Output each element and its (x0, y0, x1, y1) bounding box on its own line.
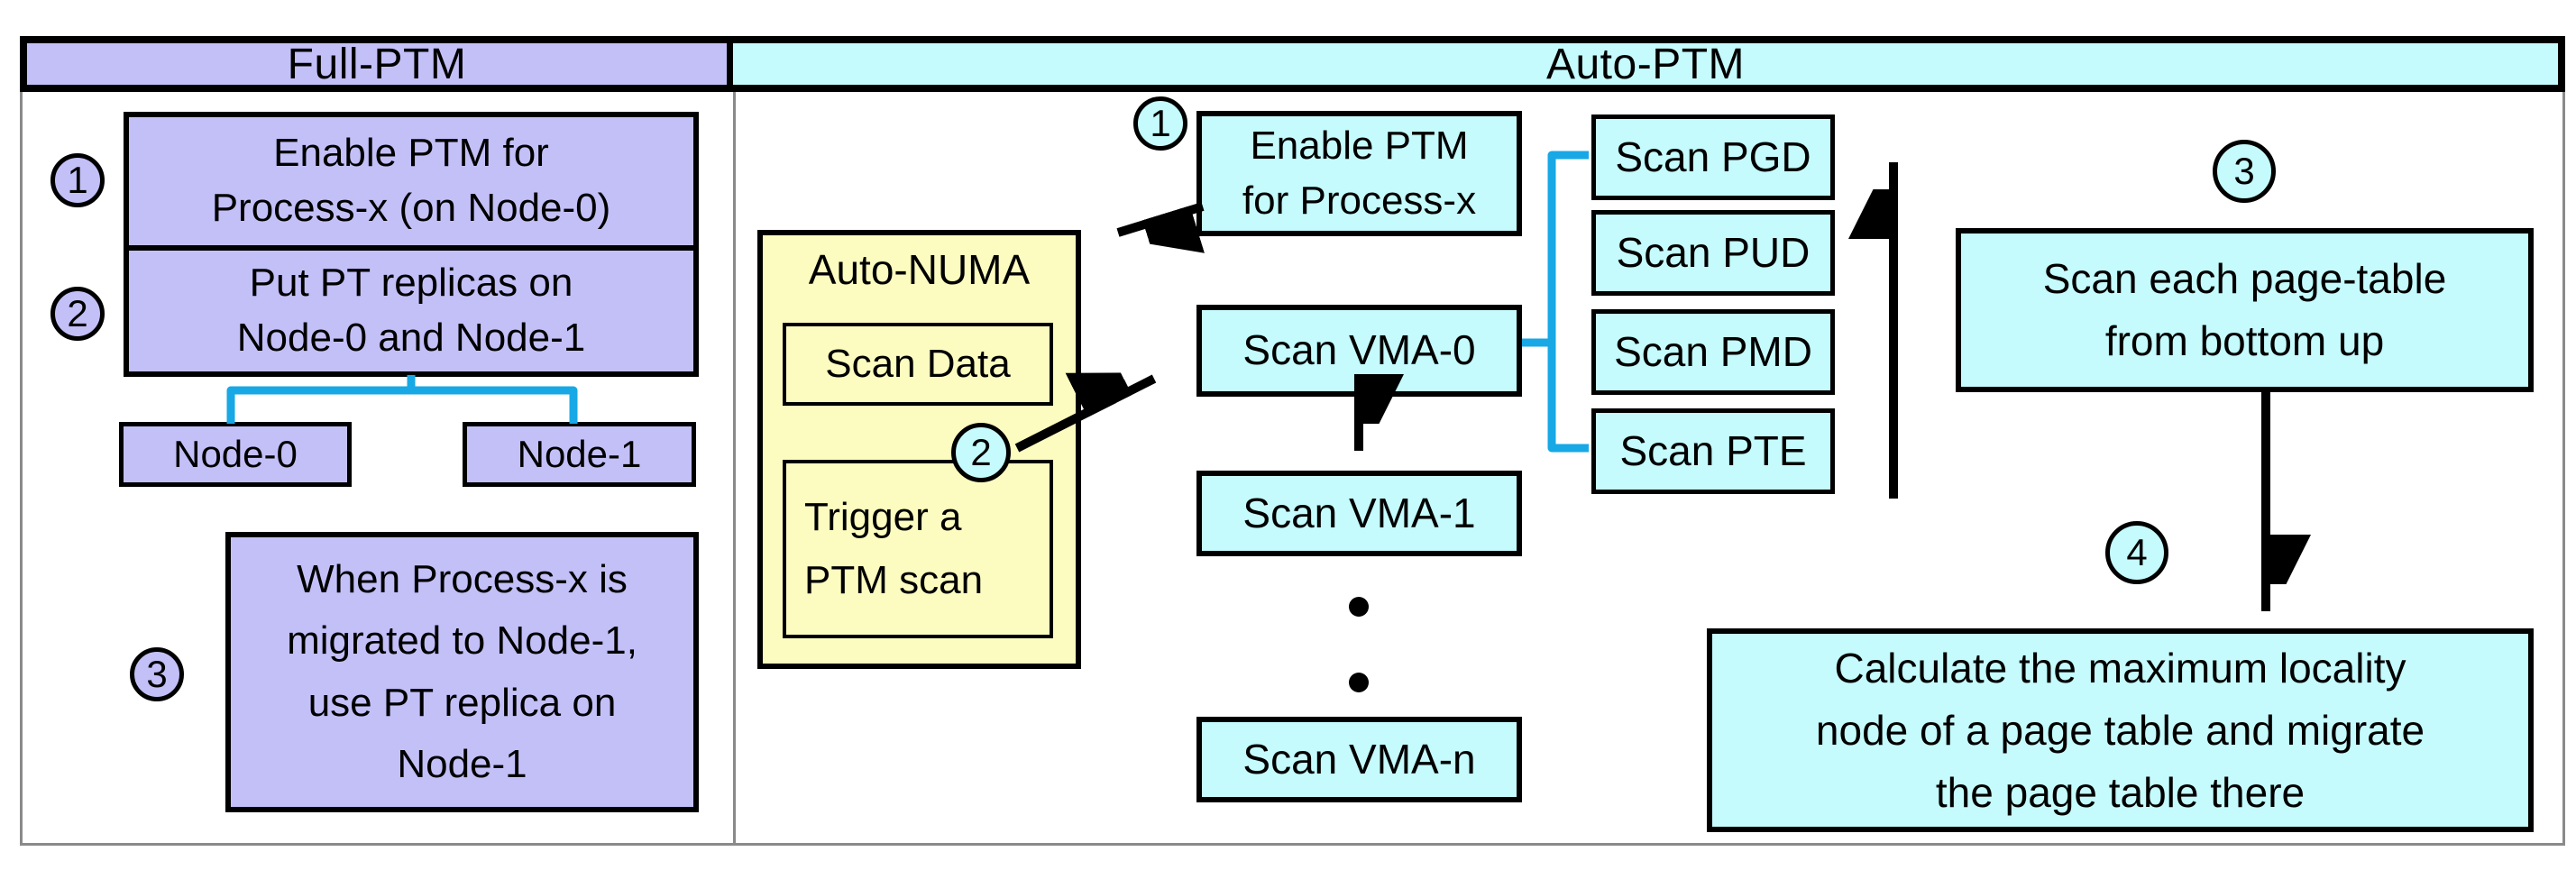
auto-ptm-header: Auto-PTM (733, 36, 2565, 92)
scan-pte-box: Scan PTE (1591, 408, 1835, 494)
scan-vma-0-box: Scan VMA-0 (1196, 305, 1522, 397)
full-ptm-step-1-badge: 1 (50, 153, 105, 207)
enable-ptm-box: Enable PTM for Process-x (1196, 111, 1522, 236)
node-1-box: Node-1 (463, 422, 696, 487)
scan-vma-n-box: Scan VMA-n (1196, 717, 1522, 802)
enable-ptm-node0-box: Enable PTM for Process-x (on Node-0) (124, 112, 699, 251)
scan-page-table-box: Scan each page-table from bottom up (1956, 228, 2534, 392)
auto-numa-title: Auto-NUMA (808, 246, 1031, 293)
migrate-use-replica-box: When Process-x is migrated to Node-1, us… (225, 532, 699, 812)
calculate-locality-box: Calculate the maximum locality node of a… (1707, 628, 2534, 832)
full-ptm-header-label: Full-PTM (287, 40, 467, 88)
auto-ptm-step-4-badge: 4 (2105, 521, 2168, 584)
scan-vma-1-box: Scan VMA-1 (1196, 471, 1522, 556)
node-0-box: Node-0 (119, 422, 352, 487)
full-ptm-step-2-badge: 2 (50, 287, 105, 341)
scan-pmd-box: Scan PMD (1591, 309, 1835, 395)
auto-ptm-step-1-badge: 1 (1133, 96, 1187, 151)
scan-pgd-box: Scan PGD (1591, 114, 1835, 200)
auto-ptm-step-3-badge: 3 (2213, 140, 2276, 203)
trigger-ptm-scan-box: Trigger a PTM scan (783, 460, 1053, 638)
full-ptm-header: Full-PTM (20, 36, 733, 92)
put-pt-replicas-box: Put PT replicas on Node-0 and Node-1 (124, 251, 699, 377)
full-ptm-step-3-badge: 3 (130, 647, 184, 701)
scan-data-box: Scan Data (783, 323, 1053, 406)
auto-ptm-step-2-badge: 2 (951, 423, 1011, 482)
scan-pud-box: Scan PUD (1591, 210, 1835, 296)
auto-ptm-header-label: Auto-PTM (1545, 40, 1746, 88)
